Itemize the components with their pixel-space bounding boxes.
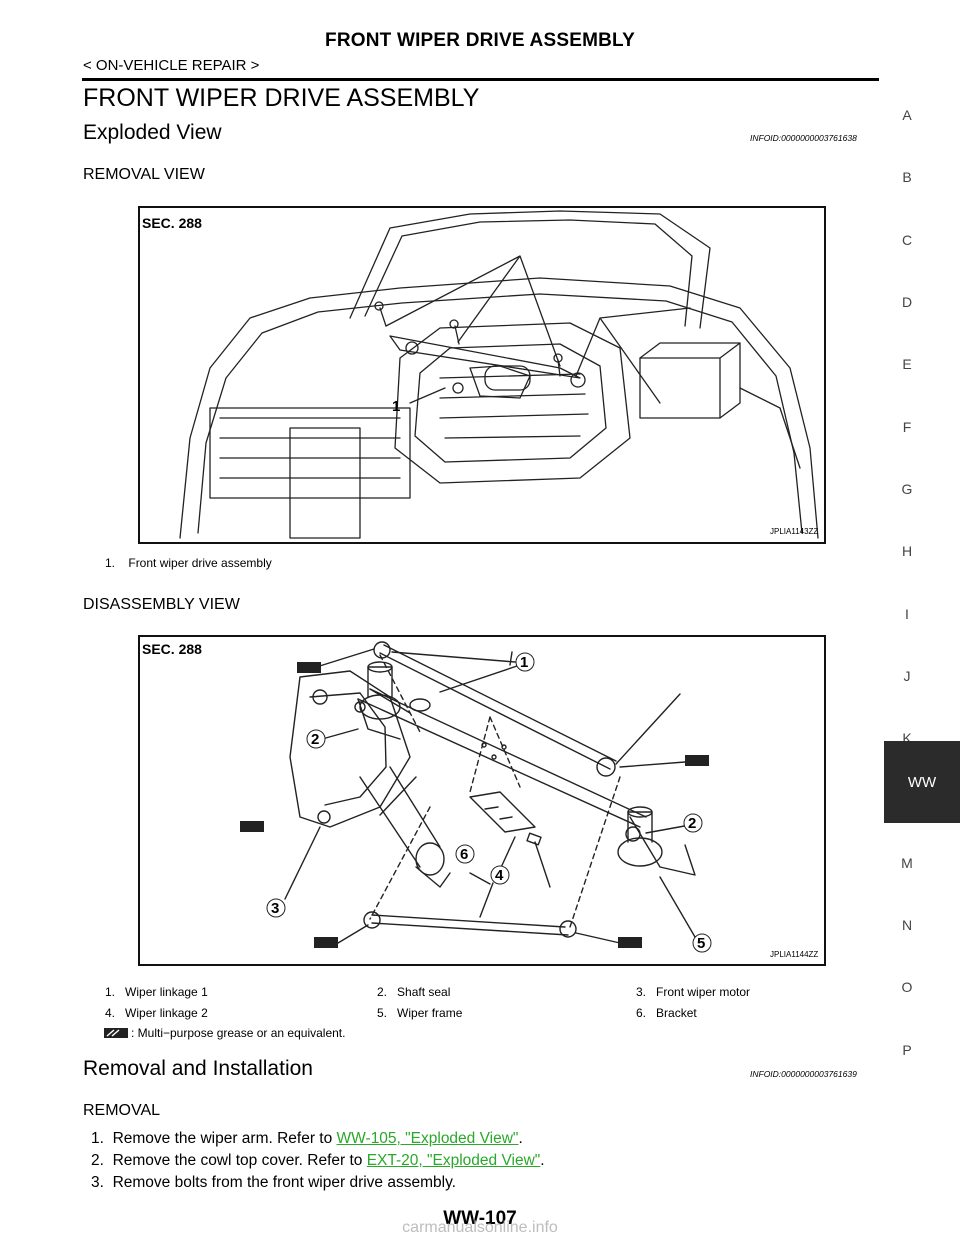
side-index-g[interactable]: G xyxy=(901,481,913,497)
exploded-view-heading: Exploded View xyxy=(83,121,222,144)
removal-legend-item-1: 1. Front wiper drive assembly xyxy=(105,556,272,570)
removal-subheading: REMOVAL xyxy=(83,1102,161,1119)
side-index-m[interactable]: M xyxy=(901,855,913,871)
grease-note: : Multi−purpose grease or an equivalent. xyxy=(104,1026,345,1040)
removal-step-2: 2. Remove the cowl top cover. Refer to E… xyxy=(91,1152,545,1169)
side-index-f[interactable]: F xyxy=(902,419,912,435)
side-index-ww-active[interactable]: WW xyxy=(884,741,960,823)
removal-view-figure: SEC. 288 1 JPLIA1143ZZ xyxy=(138,206,826,544)
disassembly-callout-6: 6 xyxy=(460,846,468,863)
disassembly-legend-item-3: 3. Front wiper motor xyxy=(636,985,751,999)
disassembly-sec-label: SEC. 288 xyxy=(142,641,202,657)
disassembly-callout-2b: 2 xyxy=(688,815,696,832)
removal-sec-label: SEC. 288 xyxy=(142,215,202,231)
page-header-title: FRONT WIPER DRIVE ASSEMBLY xyxy=(325,30,635,51)
side-index-h[interactable]: H xyxy=(901,543,913,559)
disassembly-callout-2a: 2 xyxy=(311,731,319,748)
side-index-b[interactable]: B xyxy=(902,169,912,185)
side-index-i[interactable]: I xyxy=(905,606,909,622)
removal-installation-infoid: INFOID:0000000003761639 xyxy=(750,1069,857,1079)
side-index-c[interactable]: C xyxy=(901,232,913,248)
side-index-k[interactable]: K xyxy=(902,730,912,746)
side-index-d[interactable]: D xyxy=(901,294,913,310)
engine-bay-illustration: SEC. 288 1 JPLIA1143ZZ xyxy=(142,210,819,539)
disassembly-legend-item-4: 4. Wiper linkage 2 xyxy=(105,1006,208,1020)
removal-callout-1: 1 xyxy=(392,398,400,415)
removal-step-3: 3. Remove bolts from the front wiper dri… xyxy=(91,1174,456,1191)
side-index-p[interactable]: P xyxy=(902,1042,912,1058)
disassembly-figure-code: JPLIA1144ZZ xyxy=(770,950,818,959)
side-index-e[interactable]: E xyxy=(902,356,912,372)
side-index-n[interactable]: N xyxy=(901,917,913,933)
side-index-o[interactable]: O xyxy=(901,979,913,995)
disassembly-view-figure: 1 2 2 3 4 5 6 SEC. 288 JPLIA1144ZZ xyxy=(138,635,826,966)
disassembly-legend-item-1: 1. Wiper linkage 1 xyxy=(105,985,208,999)
watermark: carmanualsonline.info xyxy=(402,1219,558,1236)
grease-icon xyxy=(104,1028,128,1038)
side-index-a[interactable]: A xyxy=(902,107,912,123)
disassembly-legend-item-5: 5. Wiper frame xyxy=(377,1006,463,1020)
removal-step-1: 1. Remove the wiper arm. Refer to WW-105… xyxy=(91,1130,523,1147)
header-divider xyxy=(82,78,879,81)
removal-installation-heading: Removal and Installation xyxy=(83,1057,313,1080)
wiper-linkage-illustration: 1 2 2 3 4 5 6 SEC. 288 JPLIA1144ZZ xyxy=(142,641,818,959)
disassembly-view-heading: DISASSEMBLY VIEW xyxy=(83,596,240,613)
disassembly-callout-4: 4 xyxy=(495,867,504,884)
section-title: FRONT WIPER DRIVE ASSEMBLY xyxy=(83,84,480,112)
removal-figure-code: JPLIA1143ZZ xyxy=(770,527,818,536)
removal-view-heading: REMOVAL VIEW xyxy=(83,166,205,183)
grease-icons xyxy=(240,662,709,948)
disassembly-callout-5: 5 xyxy=(697,935,705,952)
disassembly-callout-1: 1 xyxy=(520,654,528,671)
disassembly-legend-item-6: 6. Bracket xyxy=(636,1006,697,1020)
link-ext-20[interactable]: EXT-20, "Exploded View" xyxy=(366,1152,541,1169)
disassembly-legend-item-2: 2. Shaft seal xyxy=(377,985,451,999)
side-index-j[interactable]: J xyxy=(903,668,911,684)
link-ww-105[interactable]: WW-105, "Exploded View" xyxy=(336,1130,519,1147)
page-header-section: < ON-VEHICLE REPAIR > xyxy=(83,57,260,74)
exploded-view-infoid: INFOID:0000000003761638 xyxy=(750,133,857,143)
disassembly-callout-3: 3 xyxy=(271,900,279,917)
page-number: WW-107 xyxy=(443,1208,517,1229)
